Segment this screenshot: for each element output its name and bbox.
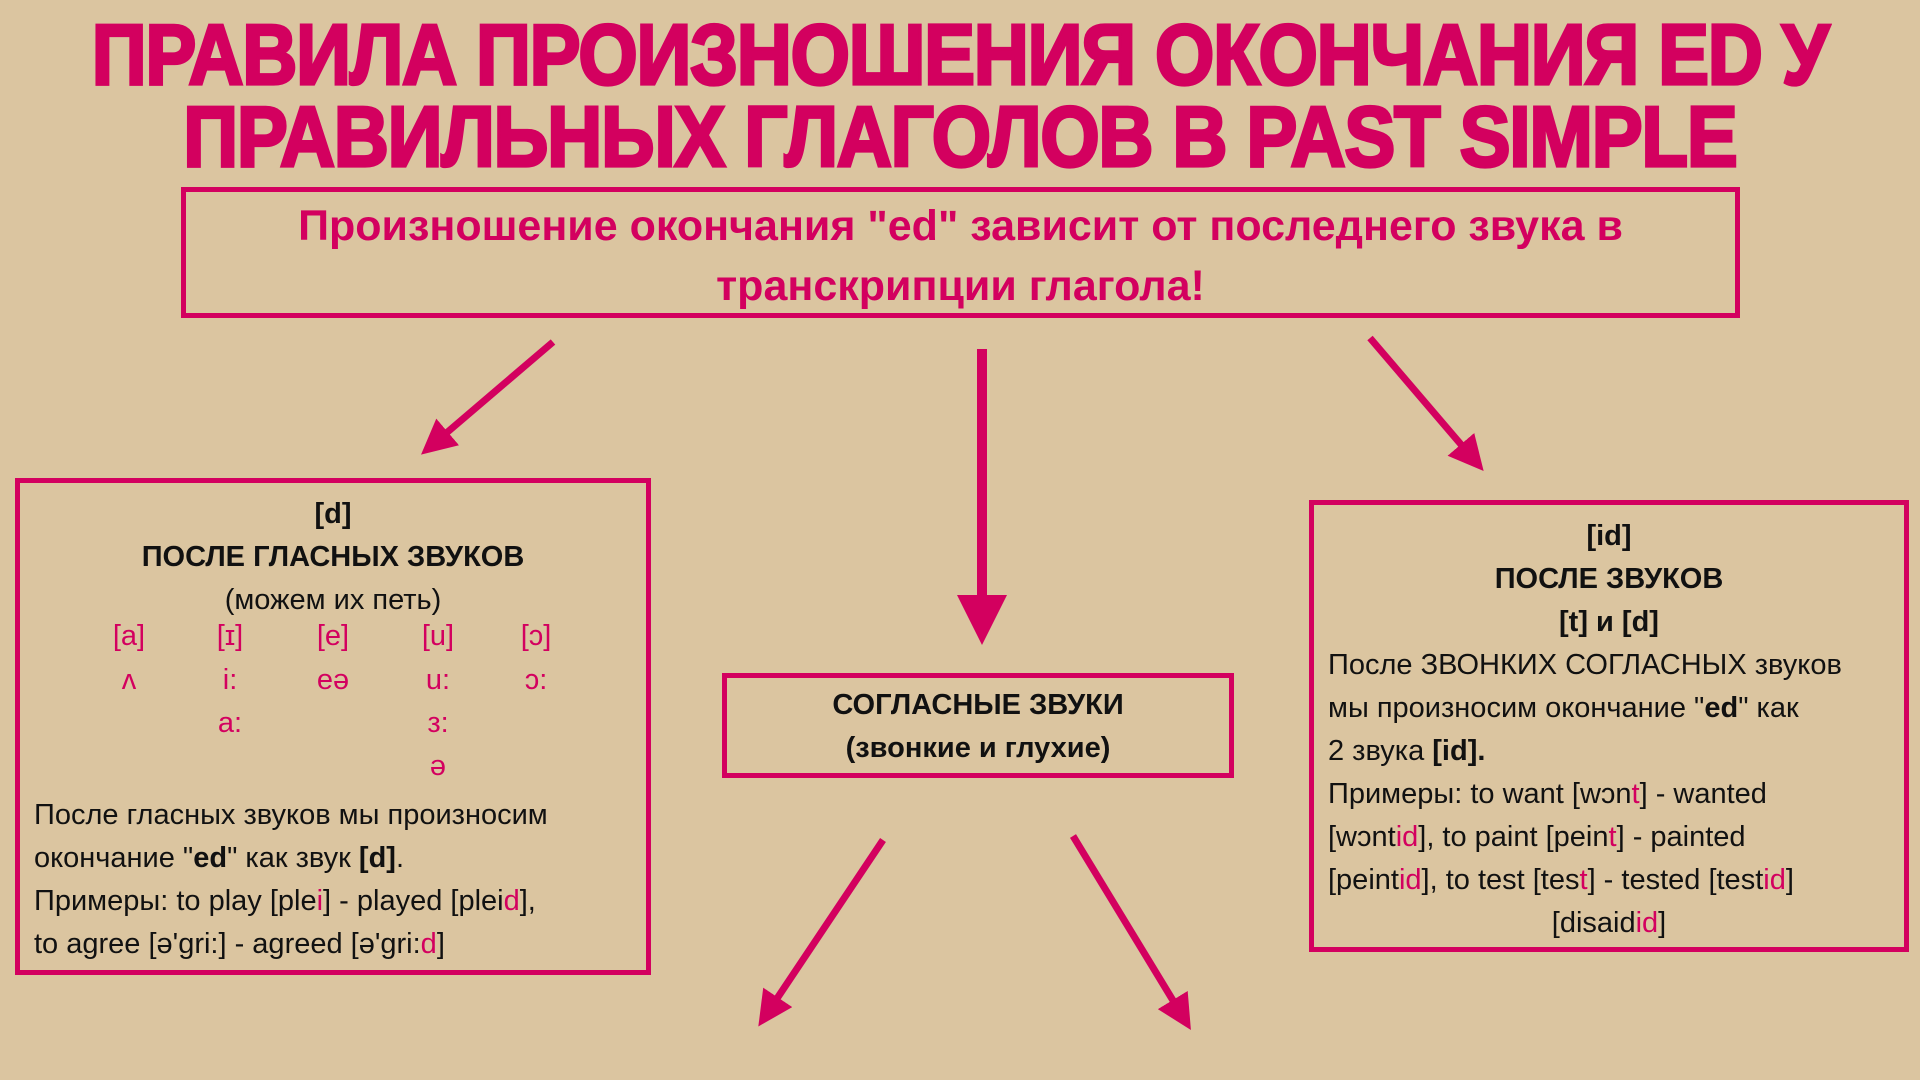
consonants-note: (звонкие и глухие) bbox=[845, 732, 1111, 764]
highlight: id bbox=[1398, 864, 1422, 896]
vowel-symbol: [ɪ] bbox=[216, 620, 244, 652]
subtitle-line-1: Произношение окончания "ed" зависит от п… bbox=[298, 202, 1623, 250]
rule-subheading: [t] и [d] bbox=[1559, 606, 1659, 638]
text: ed bbox=[1704, 692, 1739, 724]
rule-heading: ПОСЛЕ ГЛАСНЫХ ЗВУКОВ bbox=[141, 541, 525, 573]
highlight: d bbox=[420, 928, 437, 960]
text: ] - painted bbox=[1616, 821, 1746, 853]
consonants-box: СОГЛАСНЫЕ ЗВУКИ (звонкие и глухие) bbox=[722, 673, 1234, 778]
text: to agree [ə'gri:] - agreed [ə'gri: bbox=[34, 928, 421, 960]
arrow-to-id bbox=[1367, 335, 1484, 471]
vowel-symbol: u: bbox=[425, 664, 451, 696]
vowel-symbol: eə bbox=[316, 664, 350, 696]
text: ed bbox=[193, 842, 228, 874]
vowel-symbol: ə bbox=[429, 750, 447, 782]
highlight: id bbox=[1635, 907, 1659, 939]
highlight: t bbox=[1608, 821, 1617, 853]
text: [peint bbox=[1328, 864, 1399, 896]
subtitle-line-2: транскрипции глагола! bbox=[716, 262, 1205, 310]
vowels-rule-box: [d] ПОСЛЕ ГЛАСНЫХ ЗВУКОВ (можем их петь)… bbox=[15, 478, 651, 975]
vowel-symbol: [a] bbox=[112, 620, 146, 652]
title-line-2: ПРАВИЛЬНЫХ ГЛАГОЛОВ В PAST SIMPLE bbox=[182, 89, 1739, 186]
arrow-voiceless bbox=[1070, 834, 1191, 1030]
sound-label: [id] bbox=[1586, 520, 1632, 552]
title-line-1: ПРАВИЛА ПРОИЗНОШЕНИЯ ОКОНЧАНИЯ ED У bbox=[90, 7, 1830, 104]
text: ] bbox=[1785, 864, 1794, 896]
text: ] bbox=[436, 928, 445, 960]
rule-heading: ПОСЛЕ ЗВУКОВ bbox=[1494, 563, 1724, 595]
vowel-symbol: ɔ: bbox=[524, 664, 548, 696]
consonants-title: СОГЛАСНЫЕ ЗВУКИ bbox=[832, 689, 1124, 721]
text: " как bbox=[1738, 692, 1799, 724]
highlight: id bbox=[1763, 864, 1786, 896]
subtitle-box: Произношение окончания "ed" зависит от п… bbox=[181, 187, 1740, 318]
text: Примеры: to want [wɔn bbox=[1328, 778, 1632, 810]
text: " как звук bbox=[227, 842, 359, 874]
text: 2 звука bbox=[1328, 735, 1433, 767]
highlight: t bbox=[1631, 778, 1640, 810]
vowel-symbol: [ɔ] bbox=[520, 620, 552, 652]
text: После гласных звуков мы произносим bbox=[34, 799, 548, 831]
text: мы произносим окончание " bbox=[1328, 692, 1705, 724]
arrow-to-d bbox=[421, 339, 556, 455]
vowel-symbol: a: bbox=[217, 707, 243, 739]
vowel-symbol: [e] bbox=[316, 620, 350, 652]
highlight: i bbox=[316, 885, 324, 917]
text: ] - played [plei bbox=[323, 885, 504, 917]
sound-label: [d] bbox=[314, 498, 352, 530]
rule-text: После ЗВОНКИХ СОГЛАСНЫХ звуков мы произн… bbox=[1314, 644, 1904, 945]
text: [id]. bbox=[1432, 735, 1486, 767]
vowel-symbol: i: bbox=[222, 664, 238, 696]
id-rule-box: [id] ПОСЛЕ ЗВУКОВ [t] и [d] После ЗВОНКИ… bbox=[1309, 500, 1909, 952]
text: После ЗВОНКИХ СОГЛАСНЫХ звуков bbox=[1328, 649, 1842, 681]
text: ] - tested [test bbox=[1587, 864, 1764, 896]
rule-note: (можем их петь) bbox=[224, 584, 442, 616]
text: [d] bbox=[358, 842, 396, 874]
text: окончание " bbox=[34, 842, 194, 874]
vowel-symbol: ʌ bbox=[121, 664, 137, 696]
highlight: id bbox=[1395, 821, 1419, 853]
text: Примеры: to play [ple bbox=[34, 885, 317, 917]
rule-text: После гласных звуков мы произносим оконч… bbox=[20, 794, 646, 966]
highlight: d bbox=[503, 885, 520, 917]
text: ] bbox=[1658, 907, 1667, 939]
arrow-voiced bbox=[758, 838, 886, 1027]
text: ], to paint [pein bbox=[1418, 821, 1609, 853]
text: [disaid bbox=[1551, 907, 1636, 939]
text: [wɔnt bbox=[1328, 821, 1396, 853]
text: ], bbox=[519, 885, 536, 917]
text: ], to test [tes bbox=[1421, 864, 1580, 896]
vowel-symbol: [u] bbox=[421, 620, 455, 652]
text: . bbox=[395, 842, 405, 874]
highlight: t bbox=[1579, 864, 1588, 896]
vowel-symbol: з: bbox=[427, 707, 449, 739]
text: ] - wanted bbox=[1639, 778, 1767, 810]
